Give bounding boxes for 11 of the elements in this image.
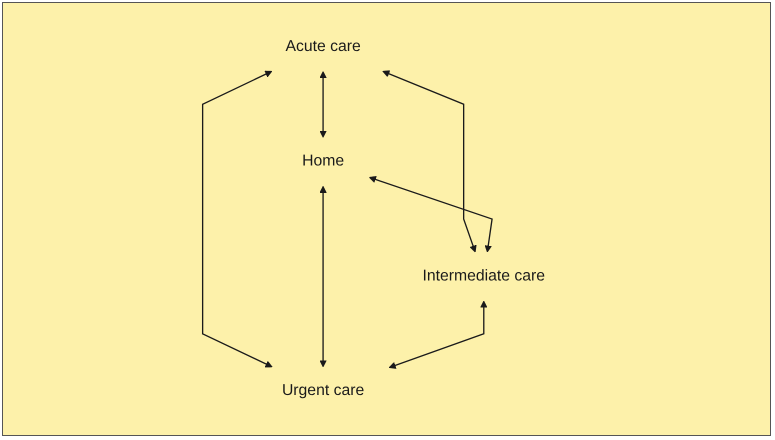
- arrow: [382, 70, 477, 252]
- node-text: Home: [302, 152, 344, 170]
- node-text: Intermediate care: [422, 267, 546, 284]
- arrow: [388, 300, 488, 369]
- arrow: [369, 176, 494, 252]
- node-text: Acute care: [286, 38, 361, 55]
- arrow: [320, 186, 327, 368]
- arrow: [202, 70, 273, 368]
- diagram-background: Acute care Home Intermediate care Urgent care: [2, 2, 771, 436]
- arrow: [320, 71, 327, 138]
- node-text: Urgent care: [282, 382, 364, 400]
